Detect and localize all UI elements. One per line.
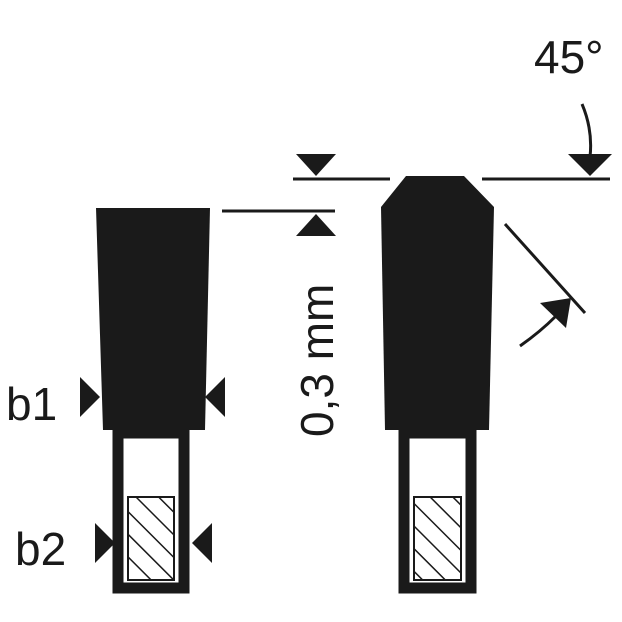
offset-label: 0,3 mm xyxy=(291,284,343,437)
b2-dimension: b2 xyxy=(15,523,212,575)
right-tooth-body-outline xyxy=(398,427,477,594)
offset-bottom-arrow-icon xyxy=(296,214,336,236)
angle-bottom-arrow-icon xyxy=(540,298,571,328)
angle-label: 45° xyxy=(534,31,604,83)
b1-label: b1 xyxy=(6,378,57,430)
angle-curve-top xyxy=(580,103,593,158)
left-tooth-hatch xyxy=(127,496,175,581)
b2-right-arrow-icon xyxy=(192,523,212,563)
b2-left-arrow-icon xyxy=(95,523,115,563)
right-tooth-tip xyxy=(381,176,494,430)
b1-right-arrow-icon xyxy=(205,377,225,417)
chamfer-extension-line xyxy=(503,222,587,315)
offset-top-arrow-icon xyxy=(296,154,336,176)
right-tooth xyxy=(381,176,494,594)
b1-dimension: b1 xyxy=(6,377,225,430)
angle-top-arrow-icon xyxy=(568,154,612,176)
b2-label: b2 xyxy=(15,523,66,575)
offset-dimension: 0,3 mm xyxy=(222,154,610,437)
left-tooth-body-outline xyxy=(112,427,190,594)
angle-curve-bottom xyxy=(519,314,558,348)
angle-dimension: 45° xyxy=(503,31,612,348)
right-tooth-hatch xyxy=(413,496,462,581)
b1-left-arrow-icon xyxy=(80,377,100,417)
left-tooth-tip xyxy=(96,208,210,430)
left-tooth xyxy=(96,208,210,594)
